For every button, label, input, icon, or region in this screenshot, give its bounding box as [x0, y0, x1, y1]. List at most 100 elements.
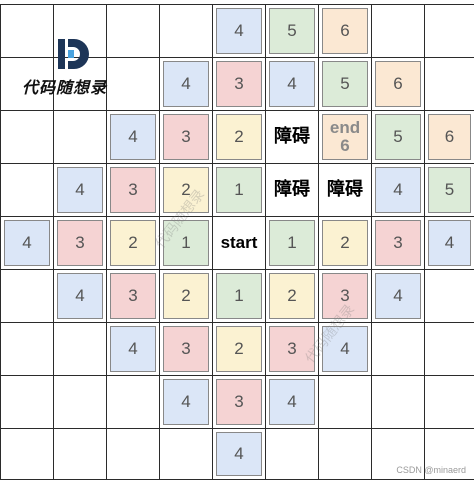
cell-fill — [163, 61, 209, 107]
cell-value: 2 — [234, 127, 244, 147]
cell-value: 4 — [128, 339, 138, 359]
distance-cell: 5 — [424, 163, 474, 217]
empty-cell — [159, 4, 213, 58]
empty-cell — [424, 4, 474, 58]
cell-fill — [110, 114, 156, 160]
cell-value: 2 — [181, 286, 191, 306]
cell-value: 2 — [287, 286, 297, 306]
cell-value: start — [220, 233, 258, 253]
cell-value: 2 — [128, 233, 138, 253]
distance-cell: 4 — [159, 57, 213, 111]
cell-value: 3 — [181, 339, 191, 359]
distance-cell: 3 — [159, 322, 213, 376]
logo-d-accent — [68, 50, 74, 58]
credit-text: CSDN @minaerd — [396, 465, 466, 475]
distance-cell: 1 — [212, 269, 266, 323]
cell-fill — [163, 220, 209, 266]
cell-value: 1 — [287, 233, 297, 253]
distance-cell: 4 — [53, 163, 107, 217]
cell-fill — [322, 114, 368, 160]
cell-fill — [375, 220, 421, 266]
cell-fill — [216, 167, 262, 213]
cell-fill — [269, 61, 315, 107]
cell-fill — [163, 114, 209, 160]
distance-cell: 3 — [159, 110, 213, 164]
cell-value: 4 — [287, 392, 297, 412]
cell-value: 3 — [340, 286, 350, 306]
empty-cell — [318, 375, 372, 429]
cell-fill — [163, 167, 209, 213]
cell-fill — [216, 8, 262, 54]
distance-cell: 2 — [212, 110, 266, 164]
distance-cell: 4 — [318, 322, 372, 376]
cell-value: 4 — [181, 392, 191, 412]
end-label: end — [329, 118, 361, 138]
distance-cell: 5 — [318, 57, 372, 111]
distance-cell: 4 — [212, 4, 266, 58]
cell-value: 1 — [234, 286, 244, 306]
distance-cell: 4 — [424, 216, 474, 270]
distance-cell: 2 — [159, 163, 213, 217]
logo-d-mark — [58, 39, 89, 69]
distance-cell: 2 — [106, 216, 160, 270]
cell-fill — [375, 114, 421, 160]
empty-cell — [0, 110, 54, 164]
distance-cell: 3 — [318, 269, 372, 323]
distance-cell: 3 — [53, 216, 107, 270]
distance-cell: 3 — [212, 57, 266, 111]
start-cell: start — [212, 216, 266, 270]
cell-value: 4 — [340, 339, 350, 359]
cell-fill — [163, 379, 209, 425]
distance-cell: 4 — [0, 216, 54, 270]
empty-cell — [371, 375, 425, 429]
distance-cell: 4 — [371, 163, 425, 217]
cell-value: 4 — [75, 286, 85, 306]
cell-value: 4 — [234, 444, 244, 464]
distance-cell: 3 — [106, 163, 160, 217]
distance-cell: 4 — [212, 428, 266, 480]
distance-cell: 4 — [53, 269, 107, 323]
empty-cell — [106, 375, 160, 429]
empty-cell — [53, 375, 107, 429]
empty-cell — [53, 110, 107, 164]
cell-fill — [57, 167, 103, 213]
cell-value: 5 — [340, 74, 350, 94]
cell-fill — [110, 326, 156, 372]
cell-value: 3 — [128, 180, 138, 200]
cell-value: 3 — [393, 233, 403, 253]
distance-cell: 3 — [265, 322, 319, 376]
distance-cell: 3 — [106, 269, 160, 323]
distance-cell: 3 — [212, 375, 266, 429]
cell-value: 3 — [181, 127, 191, 147]
distance-cell: 4 — [371, 269, 425, 323]
empty-cell — [0, 163, 54, 217]
empty-cell — [159, 428, 213, 480]
cell-fill — [322, 61, 368, 107]
empty-cell — [424, 269, 474, 323]
cell-fill — [163, 326, 209, 372]
logo-d-stem — [58, 39, 65, 69]
distance-cell: 1 — [159, 216, 213, 270]
cell-value: 4 — [444, 233, 455, 253]
distance-cell: 1 — [212, 163, 266, 217]
cell-fill — [428, 114, 471, 160]
cell-fill — [269, 326, 315, 372]
cell-fill — [322, 273, 368, 319]
distance-cell: 6 — [371, 57, 425, 111]
empty-cell — [371, 4, 425, 58]
cell-value: 4 — [393, 286, 403, 306]
cell-value: 2 — [340, 233, 350, 253]
cell-fill — [216, 61, 262, 107]
distance-cell: 4 — [106, 322, 160, 376]
cell-value: 6 — [444, 127, 455, 147]
cell-value: 5 — [287, 21, 297, 41]
cell-value: 障碍 — [274, 178, 310, 200]
empty-cell — [0, 375, 54, 429]
distance-cell: 4 — [106, 110, 160, 164]
cell-fill — [375, 61, 421, 107]
cell-value: 4 — [393, 180, 403, 200]
cell-value: 3 — [75, 233, 85, 253]
empty-cell — [53, 322, 107, 376]
